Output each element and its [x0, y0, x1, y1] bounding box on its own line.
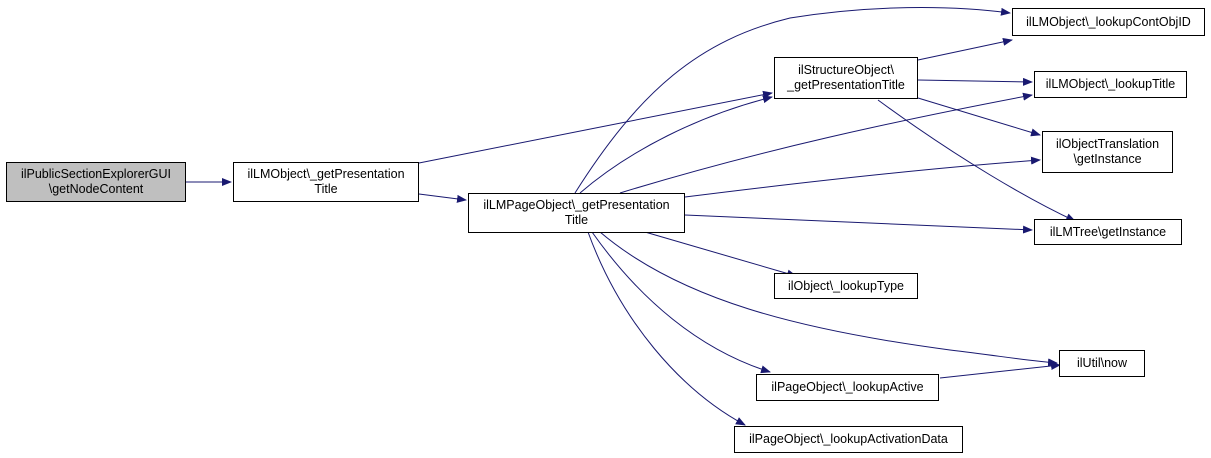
node-lmobject-lookuptitle[interactable]: ilLMObject\_lookupTitle	[1034, 71, 1187, 98]
node-label-line1: ilLMObject\_getPresentation	[247, 167, 405, 181]
node-label-line2: Title	[564, 213, 589, 227]
edge-lmpage-to-struct	[579, 95, 773, 194]
edge-struct-to-lmtree	[877, 99, 1076, 222]
node-label-line1: ilUtil\now	[1076, 356, 1127, 370]
edge-lmobj-to-lmpage	[418, 193, 467, 203]
node-pageobject-lookupactive[interactable]: ilPageObject\_lookupActive	[756, 374, 939, 401]
edge-lmpage-to-lookupactive	[591, 231, 771, 374]
node-label-line1: ilLMTree\getInstance	[1049, 224, 1167, 239]
node-label-line1: ilLMObject\_lookupTitle	[1045, 77, 1176, 91]
node-root-line2: \getNodeContent	[48, 182, 144, 196]
node-label-line1: ilStructureObject\	[798, 63, 894, 77]
edge-lmpage-to-lookupactdata	[587, 231, 746, 426]
node-lmobject-getpresentationtitle[interactable]: ilLMObject\_getPresentation Title	[233, 162, 419, 202]
node-label-line1: ilObject\_lookupType	[787, 278, 905, 293]
node-structureobject-getpresentationtitle[interactable]: ilStructureObject\ _getPresentationTitle	[774, 57, 918, 99]
edge-lmpage-to-lookuptitle	[619, 92, 1033, 194]
edge-lmobj-to-struct	[418, 90, 773, 164]
node-label-line1: ilLMPageObject\_getPresentation	[483, 198, 670, 212]
node-lmtree-getinstance[interactable]: ilLMTree\getInstance	[1034, 219, 1182, 245]
node-label-line2: \getInstance	[1073, 152, 1142, 166]
edge-struct-to-lookuptitle	[917, 77, 1033, 86]
edge-lmpage-to-lmtree	[684, 214, 1033, 234]
node-label-line1: ilObjectTranslation	[1055, 137, 1160, 151]
edge-lmpage-to-objtrans	[684, 156, 1041, 198]
edge-lmpage-to-lookupcont	[574, 7, 1011, 194]
node-label-line2: Title	[314, 182, 338, 196]
edge-lookupactive-to-utilnow	[939, 361, 1061, 379]
node-label-line2: _getPresentationTitle	[787, 78, 905, 92]
node-lmpageobject-getpresentationtitle[interactable]: ilLMPageObject\_getPresentation Title	[468, 193, 685, 233]
node-label-line1: ilLMObject\_lookupContObjID	[1026, 14, 1191, 29]
node-pageobject-lookupactivationdata[interactable]: ilPageObject\_lookupActivationData	[734, 426, 963, 453]
node-label-line1: ilPageObject\_lookupActive	[771, 380, 924, 394]
node-util-now[interactable]: ilUtil\now	[1059, 350, 1145, 377]
node-label-line1: ilPageObject\_lookupActivationData	[749, 432, 948, 446]
node-objecttranslation-getinstance[interactable]: ilObjectTranslation \getInstance	[1042, 131, 1173, 173]
node-root-line1: ilPublicSectionExplorerGUI	[20, 167, 172, 181]
node-lmobject-lookupcontobjid[interactable]: ilLMObject\_lookupContObjID	[1012, 8, 1205, 36]
node-root[interactable]: ilPublicSectionExplorerGUI \getNodeConte…	[6, 162, 186, 202]
node-object-lookuptype[interactable]: ilObject\_lookupType	[774, 273, 918, 299]
edge-lmpage-to-utilnow	[599, 231, 1058, 367]
edge-lmpage-to-lookuptype	[644, 231, 797, 278]
edge-struct-to-objtrans	[917, 97, 1041, 137]
edge-struct-to-lookupcont	[917, 37, 1013, 61]
